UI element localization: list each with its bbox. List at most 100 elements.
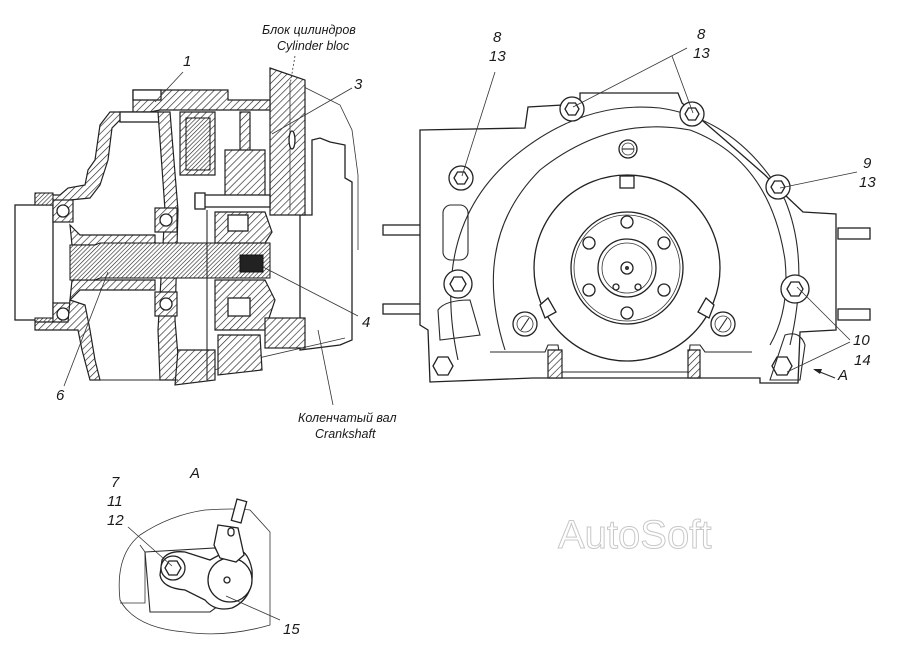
detail-title: A (189, 465, 200, 482)
callout-14: 14 (854, 352, 871, 369)
hex-bolt-top-right (679, 101, 705, 127)
input-flange (14, 204, 54, 321)
crankshaft-edge (269, 69, 359, 250)
flange-arc-inner (492, 126, 787, 351)
bolt-head (194, 192, 206, 210)
bearing-mid-lower (154, 291, 178, 317)
spring-element (239, 254, 264, 273)
bearing-left-upper (52, 199, 74, 223)
leader-7-11-12 (127, 526, 173, 567)
callout-8-top: 8 (697, 26, 706, 43)
fitting-slot (227, 527, 235, 537)
shaft-sleeve (69, 223, 156, 246)
detail-edge (120, 544, 146, 604)
housing-bolt (119, 111, 161, 123)
slotted-screw-top (618, 139, 638, 159)
callout-9: 9 (863, 155, 872, 172)
view-arrow-label: A (837, 367, 848, 384)
leader-1 (154, 71, 184, 103)
caption-crankshaft-ru: Коленчатый вал (298, 411, 397, 425)
leader-8-13-left (461, 71, 496, 177)
slotted-screw-left (512, 311, 538, 337)
stud-right-lower (837, 308, 871, 321)
leader-cylinder-block (289, 55, 296, 86)
housing-top (34, 89, 271, 206)
hex-bolt-top-left (559, 96, 585, 122)
front-view (382, 92, 871, 384)
callout-6: 6 (56, 387, 65, 404)
housing-lower (34, 299, 101, 381)
hex-bolt-left-lower (432, 356, 454, 376)
caption-cylinder-block-ru: Блок цилиндров (262, 23, 356, 37)
callout-1: 1 (183, 53, 191, 70)
detail-callouts: 7 11 12 15 (107, 474, 300, 638)
cylinder-block-plate (269, 67, 306, 216)
lower-gear-2 (217, 334, 263, 376)
flange-tab-right (697, 296, 715, 319)
pocket-left-upper (442, 204, 469, 261)
hub-inner (601, 242, 653, 294)
flange-tab-top (619, 175, 635, 189)
leader-6 (63, 271, 109, 387)
fitting-body (213, 524, 245, 563)
callout-12: 12 (107, 512, 124, 529)
section-view (14, 67, 359, 386)
flange-inner-ring (573, 214, 681, 322)
front-callouts: 8 13 8 13 9 13 10 14 A (461, 26, 876, 384)
callout-13-top: 13 (693, 45, 710, 62)
callout-13-right: 13 (859, 174, 876, 191)
hub-window (227, 297, 251, 317)
bearing-mid-upper (154, 207, 178, 233)
stud-left-upper (382, 224, 424, 236)
lower-gear (174, 349, 216, 386)
gear-body-inner (185, 117, 211, 171)
bottom-recess (490, 344, 752, 373)
section-callouts: Блок цилиндров Cylinder bloc 1 3 4 6 Кол… (56, 23, 397, 441)
slotted-screw-right (710, 311, 736, 337)
plate-dowel (288, 130, 296, 150)
shaft-sleeve-lower (69, 279, 156, 302)
leader-8-13-top-b (671, 55, 694, 114)
stud-right-upper (837, 227, 871, 240)
flange-bolt-holes (582, 215, 671, 320)
hub-window-upper (227, 214, 249, 232)
flange-arc-outer (450, 106, 800, 361)
pocket-right-lower (769, 333, 806, 381)
hub-center-dot (625, 266, 629, 270)
leader-crankshaft (317, 329, 334, 406)
housing-boss (132, 89, 162, 101)
hex-bolt-right-lower (771, 356, 793, 376)
hub-pin-left (612, 283, 620, 291)
hub-pin-right (634, 283, 642, 291)
flange-tab-left (539, 296, 557, 319)
leader-15 (225, 595, 281, 621)
pocket-left-lower (437, 299, 481, 341)
callout-11: 11 (107, 493, 123, 510)
watermark: AutoSoft (558, 513, 711, 557)
lever-pivot (223, 576, 231, 584)
rib-left (547, 349, 563, 379)
bolt-through (194, 194, 271, 208)
leader-10-14-a (796, 286, 851, 341)
callout-3: 3 (354, 76, 363, 93)
seal-upper (34, 192, 54, 206)
caption-cylinder-block-en: Cylinder bloc (277, 39, 350, 53)
rib-right (687, 349, 701, 379)
view-arrow-head (813, 369, 822, 374)
hex-bolt-right-mid (780, 274, 810, 304)
leader-9-13 (779, 171, 858, 189)
leader-3 (271, 87, 353, 135)
gear-hub (224, 149, 266, 201)
callout-10: 10 (853, 332, 870, 349)
stud-left-lower (382, 303, 424, 315)
crank-counterweight (264, 317, 306, 349)
fitting-stem (230, 498, 248, 524)
leader-10-14-b (786, 341, 851, 373)
leader-4 (262, 266, 359, 317)
callout-7: 7 (111, 474, 120, 491)
callout-15: 15 (283, 621, 300, 638)
main-shaft (69, 242, 271, 281)
hex-bolt-left-upper (448, 165, 474, 191)
callout-4: 4 (362, 314, 370, 331)
